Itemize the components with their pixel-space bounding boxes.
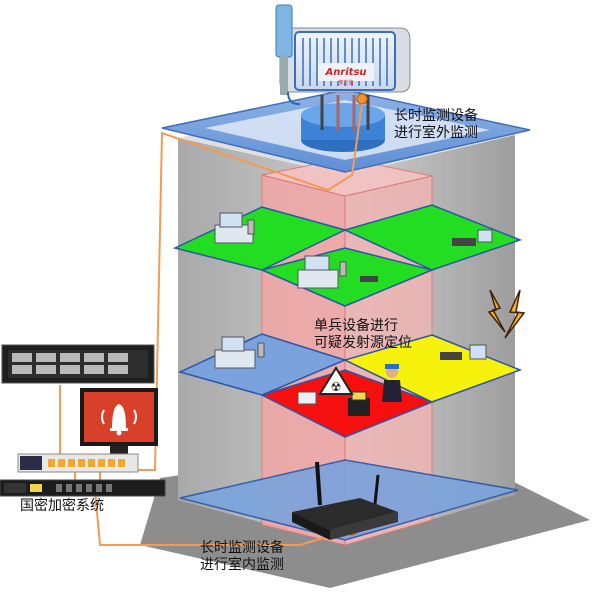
label-outdoor-line2: 进行室外监测 (394, 125, 478, 141)
alarm-monitor (80, 388, 158, 454)
lightning-icon (487, 289, 526, 339)
label-indoor-line2: 进行室内监测 (200, 557, 284, 573)
operator-person-icon (382, 364, 402, 402)
outdoor-sensor: Anritsu 安立信 (275, 4, 411, 152)
indoor-sensor (292, 461, 398, 540)
server-rack (1, 344, 155, 384)
label-indoor-line1: 长时监测设备 (200, 540, 284, 556)
sensor-brand-cn: 安立信 (338, 79, 353, 86)
workstation-floor2-left (214, 336, 265, 369)
sensor-brand-logo: Anritsu (324, 67, 366, 78)
network-switch (17, 453, 139, 473)
svg-text:☢: ☢ (331, 380, 342, 394)
alarm-bell-icon (101, 404, 137, 436)
floor1 (179, 459, 519, 541)
workstation-floor3-left (214, 212, 255, 244)
encryption-appliance (0, 479, 166, 497)
label-indoor-monitoring: 长时监测设备 进行室内监测 (200, 540, 284, 574)
workstation-floor2-right (440, 344, 487, 360)
label-outdoor-monitoring: 长时监测设备 进行室外监测 (394, 108, 478, 142)
floor3-right-room (342, 204, 523, 271)
cable-outdoor-sensor (118, 103, 363, 471)
label-portable-locating: 单兵设备进行 可疑发射源定位 (314, 318, 412, 352)
radiation-warning-icon: ☢ (318, 366, 354, 395)
label-portable-line1: 单兵设备进行 (314, 318, 398, 334)
label-portable-line2: 可疑发射源定位 (314, 335, 412, 351)
workstation-floor3-center (297, 255, 378, 289)
label-outdoor-line1: 长时监测设备 (394, 108, 478, 124)
workstation-floor2-center (297, 391, 370, 416)
label-crypto-text: 国密加密系统 (20, 498, 104, 514)
workstation-floor3-right (452, 229, 493, 246)
label-crypto-system: 国密加密系统 (20, 498, 104, 515)
